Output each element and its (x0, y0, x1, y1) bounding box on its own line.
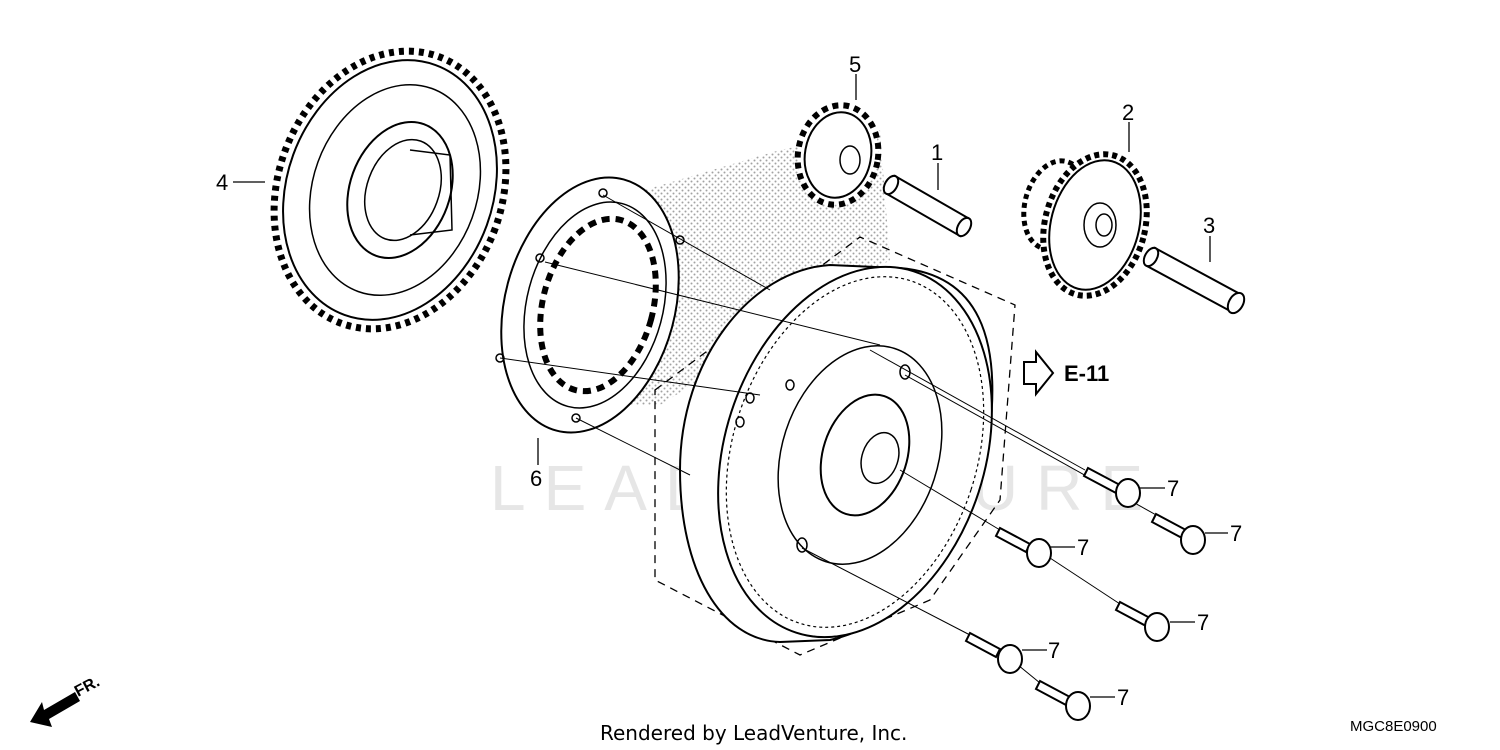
reference-e11[interactable]: E-11 (1023, 349, 1109, 397)
flywheel[interactable] (673, 231, 1038, 673)
bolt-7d[interactable] (1114, 600, 1170, 642)
callout-7c: 7 (1077, 535, 1089, 560)
flywheel-assembly-outline (654, 236, 1016, 656)
leader-lines (233, 74, 1228, 698)
callout-7b: 7 (1230, 521, 1242, 546)
diagram-code: MGC8E0900 (1350, 718, 1437, 735)
front-arrow-icon (30, 692, 80, 727)
render-credit: Rendered by LeadVenture, Inc. (600, 721, 907, 745)
reference-arrow-icon (1023, 349, 1055, 397)
bolt-7f[interactable] (1034, 679, 1091, 721)
callout-2: 2 (1122, 100, 1134, 125)
callout-7e: 7 (1048, 638, 1060, 663)
callout-7d: 7 (1197, 610, 1209, 635)
callout-1: 1 (931, 140, 943, 165)
bolt-7b[interactable] (1150, 512, 1206, 555)
callout-4: 4 (216, 170, 228, 195)
callout-5: 5 (849, 52, 861, 77)
callout-3: 3 (1203, 213, 1215, 238)
callout-6: 6 (530, 466, 542, 491)
starter-pinion[interactable] (790, 99, 886, 211)
callout-7f: 7 (1117, 685, 1129, 710)
driven-gear[interactable] (236, 18, 544, 361)
bolt-7e[interactable] (964, 631, 1023, 674)
reference-label: E-11 (1064, 361, 1109, 386)
starter-clutch[interactable] (474, 157, 706, 452)
idle-gear[interactable] (1014, 143, 1162, 308)
shaft-3[interactable] (1141, 245, 1248, 316)
bolt-7c[interactable] (994, 526, 1052, 568)
callout-7a: 7 (1167, 476, 1179, 501)
front-direction-indicator: FR. (30, 673, 103, 727)
shaft-1[interactable] (881, 173, 974, 238)
bolt-7a[interactable] (1082, 466, 1141, 508)
